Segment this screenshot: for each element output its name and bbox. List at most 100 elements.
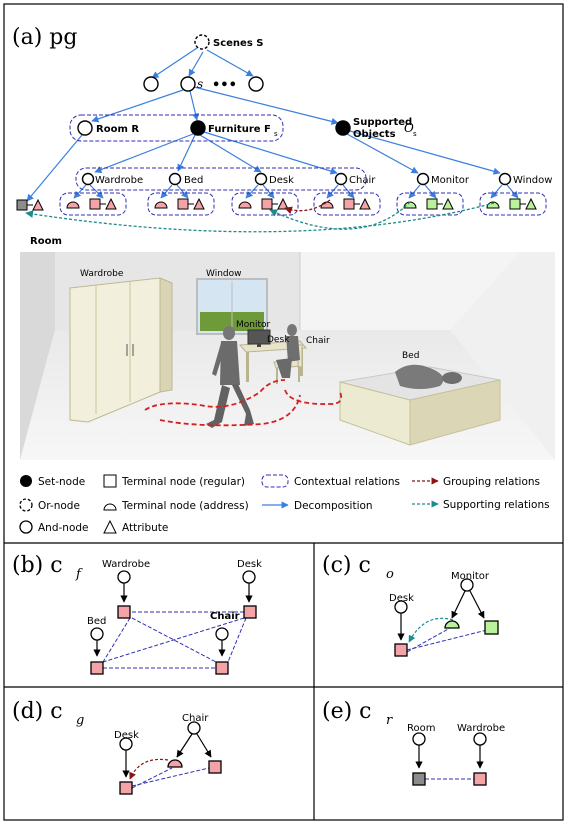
panel-c-label: (c) c [322, 553, 371, 578]
wardrobe-node [81, 172, 95, 186]
legend-set-node-icon [20, 475, 32, 487]
legend-contextual: Contextual relations [294, 476, 400, 488]
panel-borders [3, 3, 564, 821]
scenes-or-node [194, 34, 210, 50]
legend-attribute: Attribute [122, 522, 168, 534]
supported-sub: s [413, 130, 417, 138]
furniture-sub: s [274, 130, 278, 138]
context-desk-terms [231, 192, 299, 216]
panel-b-context [102, 611, 247, 669]
b-bed: Bed [87, 616, 106, 627]
room-caption: Room [30, 236, 62, 247]
monitor-regular-terminal [426, 198, 438, 210]
legend-terminal-regular-icon [103, 474, 117, 488]
tree-labels: Scenes S s ••• Room R Furniture F s Supp… [95, 38, 552, 186]
scene-wardrobe: Wardrobe [80, 269, 124, 279]
legend-terminal-regular: Terminal node (regular) [121, 476, 245, 488]
s-label: s [197, 77, 203, 91]
trajectories [144, 379, 343, 427]
window-regular-terminal [509, 198, 521, 210]
legend-terminal-address-icon [103, 503, 117, 511]
legend-grouping: Grouping relations [443, 476, 540, 488]
panel-c: (c) c o Monitor Desk [322, 553, 499, 657]
bed-address-terminal [154, 201, 168, 209]
b-wardrobe: Wardrobe [102, 559, 150, 570]
s3-node [248, 76, 264, 92]
right-wall [300, 252, 520, 330]
edge-so-monitor [346, 133, 419, 174]
panel-d-label: (d) c [12, 699, 63, 724]
edge-f-bed [177, 134, 196, 172]
supporting-window-room [25, 202, 495, 233]
edge-scenes-s3 [206, 49, 254, 77]
room-label: Room R [96, 124, 139, 135]
panel-e-sub: r [386, 713, 393, 728]
panel-a-label: (a) pg [12, 25, 77, 50]
s1-node [143, 76, 159, 92]
edge-f-chair [203, 131, 338, 175]
supported-symbol: O [404, 121, 414, 135]
walking-person [220, 341, 240, 385]
e-room: Room [407, 723, 435, 734]
panel-b-edges [93, 583, 253, 657]
contextual-boxes [59, 114, 547, 216]
legend-contextual-icon [261, 474, 289, 488]
legend-supporting: Supporting relations [443, 499, 550, 511]
window-node [498, 172, 512, 186]
legend-terminal-address: Terminal node (address) [121, 500, 249, 512]
s-node [180, 76, 196, 92]
panel-b-label: (b) c [12, 553, 63, 578]
furniture-set-node [190, 120, 206, 136]
chair-attribute [359, 197, 371, 210]
wardrobe-address-terminal [66, 201, 80, 209]
edge-scenes-s1 [151, 47, 198, 79]
edge-room-terminal [26, 134, 83, 202]
room-attribute [32, 198, 44, 211]
bed-label: Bed [184, 175, 203, 186]
supported-label-2: Objects [353, 129, 396, 140]
monitor-attribute [442, 197, 454, 210]
edge-so-window [349, 130, 501, 175]
monitor-address-terminal [403, 201, 417, 209]
supporting-monitor-desk [269, 201, 411, 230]
context-window-terms [479, 192, 547, 216]
supported-set-node [335, 120, 351, 136]
furniture-label: Furniture F [208, 124, 271, 135]
terminal-row [16, 198, 44, 211]
desk-address-terminal [238, 201, 252, 209]
object-terminals [66, 197, 537, 210]
legend-decomposition: Decomposition [294, 500, 373, 512]
d-desk: Desk [114, 730, 139, 741]
chair-regular-terminal [343, 198, 355, 210]
scene-bed: Bed [402, 351, 419, 361]
context-room-furniture [69, 114, 284, 142]
context-chair-terms [313, 192, 381, 216]
scenes-label: Scenes S [213, 38, 263, 49]
c-monitor: Monitor [451, 571, 490, 582]
d-chair: Chair [182, 713, 209, 724]
e-wardrobe: Wardrobe [457, 723, 505, 734]
legend-set-node: Set-node [38, 476, 85, 488]
desk-attribute [277, 197, 289, 210]
edge-scenes-s [188, 51, 204, 77]
bed-regular-terminal [177, 198, 189, 210]
panel-d: (d) c g Chair Desk [12, 699, 222, 795]
scene-chair: Chair [306, 336, 330, 346]
window-address-terminal [486, 201, 500, 209]
edge-s-supported [193, 86, 339, 125]
legend-attribute-icon [103, 519, 117, 534]
bed-node [168, 172, 182, 186]
scene-monitor: Monitor [236, 320, 271, 330]
monitor-label: Monitor [431, 175, 470, 186]
context-furniture-children [75, 167, 367, 191]
window-attribute [525, 197, 537, 210]
context-bed-terms [147, 192, 215, 216]
wardrobe-regular-terminal [89, 198, 101, 210]
panel-b-labels: Wardrobe Desk Bed Chair [87, 559, 262, 627]
desk-node [254, 172, 268, 186]
tree-nodes [77, 34, 512, 186]
chair-address-terminal [320, 201, 334, 209]
panel-b-sub: f [75, 567, 83, 582]
